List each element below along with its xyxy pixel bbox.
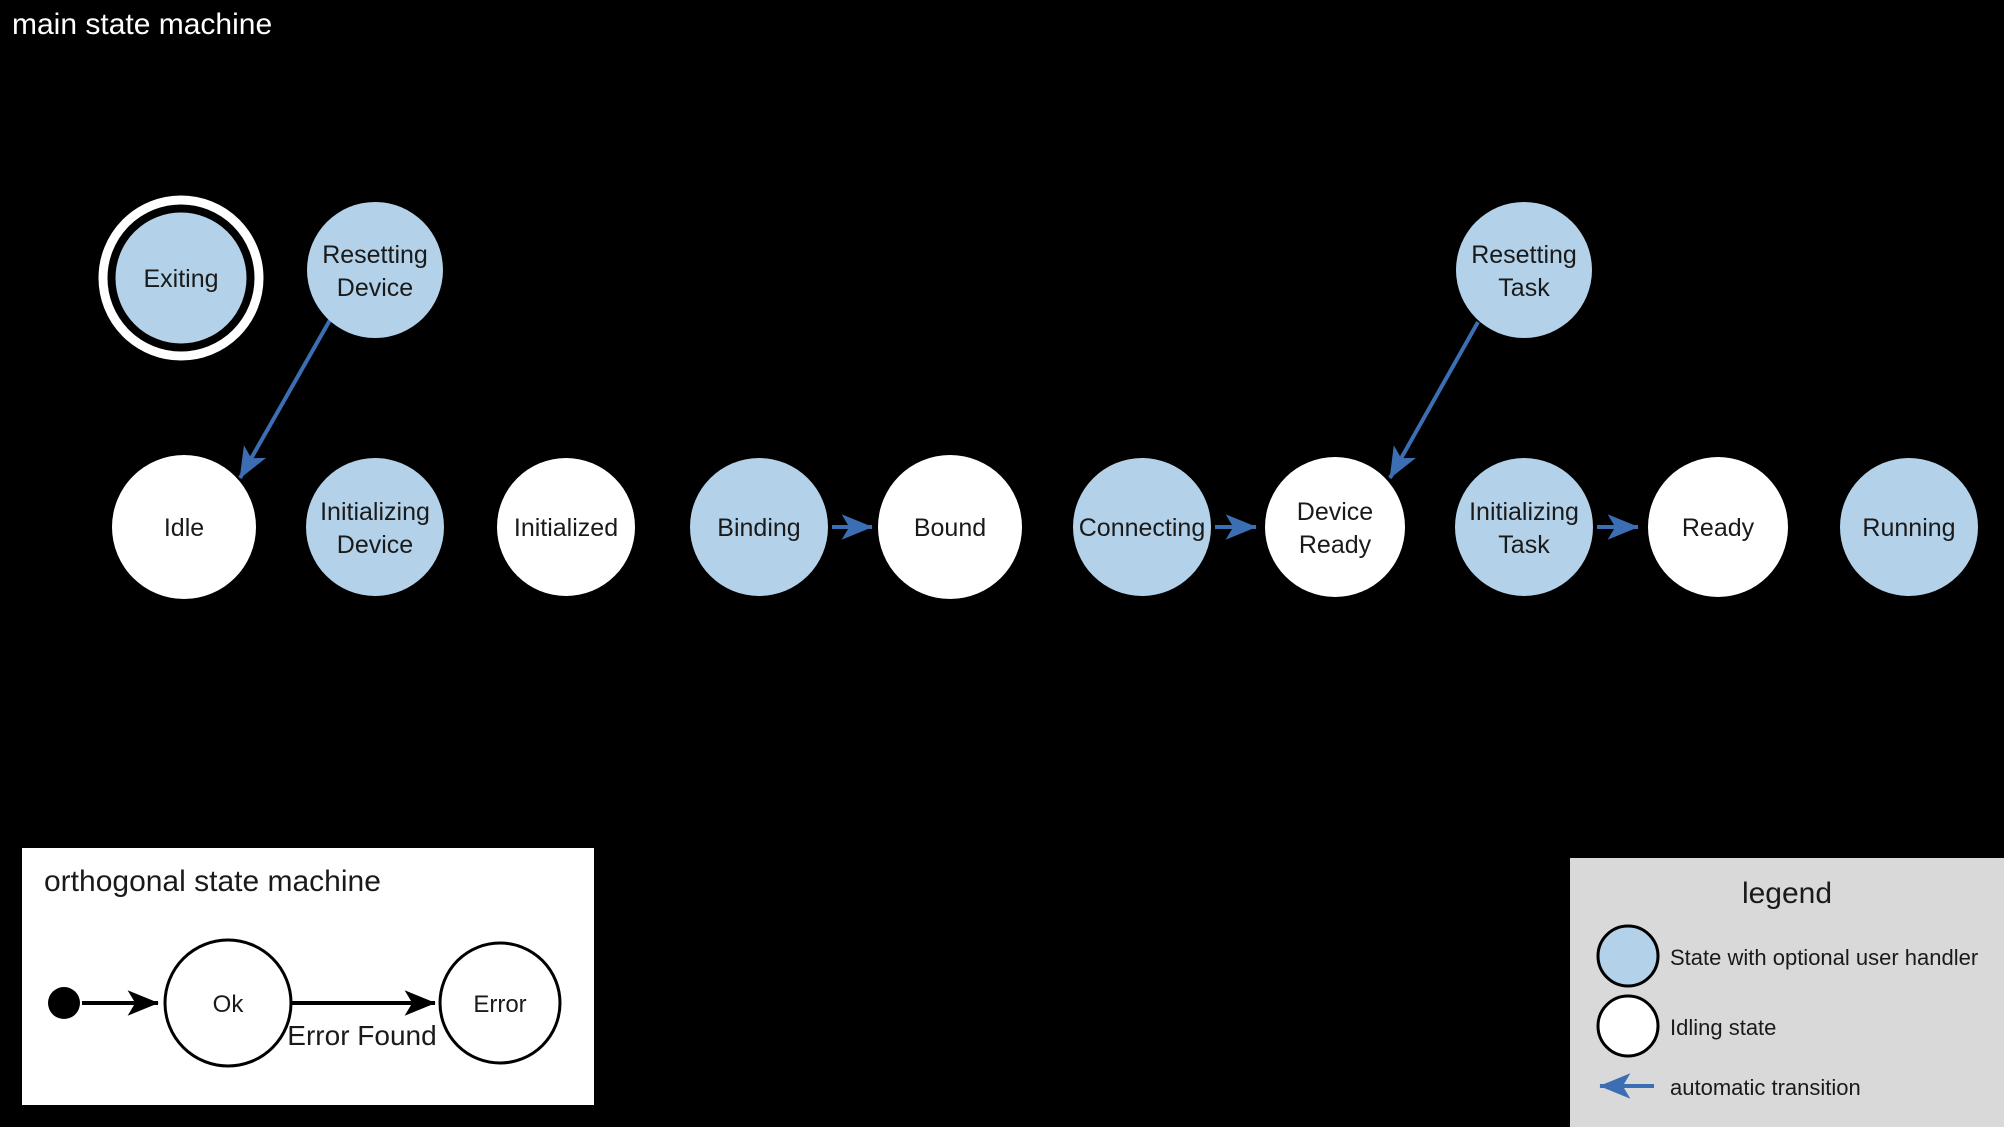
ortho-state-node-ok[interactable]: Ok — [163, 938, 293, 1068]
state-circle — [112, 209, 250, 347]
state-node-exiting[interactable]: Exiting — [98, 195, 264, 361]
initial-state-icon[interactable] — [48, 987, 80, 1019]
state-node-binding[interactable]: Binding — [690, 458, 828, 596]
state-node-initialized[interactable]: Initialized — [497, 458, 635, 596]
state-node-initializing-device[interactable]: Initializing Device — [306, 458, 444, 596]
legend-item-handler-state: State with optional user handler — [1596, 924, 1978, 988]
handler-state-swatch-icon — [1596, 924, 1660, 988]
legend-item-auto-transition: automatic transition — [1599, 1073, 1861, 1100]
state-label: Binding — [717, 514, 800, 542]
state-label-line1: Resetting — [322, 241, 428, 269]
state-circle — [497, 458, 635, 596]
legend-panel: legend State with optional user handler … — [1570, 858, 2004, 1127]
state-label-line1: Resetting — [1471, 241, 1577, 269]
panel-title: orthogonal state machine — [44, 865, 381, 898]
state-circle — [878, 455, 1022, 599]
state-node-idle[interactable]: Idle — [112, 455, 256, 599]
state-label: Error — [473, 991, 526, 1018]
state-circle — [163, 938, 293, 1068]
state-node-ready[interactable]: Ready — [1648, 457, 1788, 597]
legend-title: legend — [1742, 877, 1832, 910]
state-circle — [306, 458, 444, 596]
state-label: Running — [1862, 514, 1955, 542]
state-circle — [112, 455, 256, 599]
state-circle — [438, 941, 562, 1065]
final-state-outer-ring — [98, 195, 264, 361]
state-node-resetting-task[interactable]: Resetting Task — [1456, 202, 1592, 338]
legend-item-label: Idling state — [1670, 1015, 1776, 1040]
ortho-state-node-error[interactable]: Error — [438, 941, 562, 1065]
state-label-line2: Device — [337, 531, 413, 559]
state-circle — [1265, 457, 1405, 597]
state-node-initializing-task[interactable]: Initializing Task — [1455, 458, 1593, 596]
state-label-line1: Initializing — [320, 498, 430, 526]
idling-state-swatch-icon — [1596, 994, 1660, 1058]
state-node-bound[interactable]: Bound — [878, 455, 1022, 599]
legend-item-label: State with optional user handler — [1670, 945, 1978, 970]
state-node-device-ready[interactable]: Device Ready — [1265, 457, 1405, 597]
state-label: Initialized — [514, 514, 618, 542]
state-node-connecting[interactable]: Connecting — [1073, 458, 1211, 596]
edge-resetting-device-to-idle — [238, 319, 332, 479]
state-label: Idle — [164, 514, 204, 542]
edge-label-error-found: Error Found — [287, 1020, 436, 1051]
legend-background — [1570, 858, 2004, 1127]
edge-resetting-task-to-device-ready — [1388, 321, 1480, 479]
state-label-line1: Device — [1297, 498, 1373, 526]
state-circle — [1455, 458, 1593, 596]
state-label: Exiting — [143, 265, 218, 293]
state-circle — [1456, 202, 1592, 338]
state-label: Bound — [914, 514, 986, 542]
state-circle — [1840, 458, 1978, 596]
state-label: Ok — [213, 991, 245, 1018]
state-node-resetting-device[interactable]: Resetting Device — [307, 202, 443, 338]
state-circle — [307, 202, 443, 338]
state-label: Connecting — [1079, 514, 1205, 542]
state-circle — [1073, 458, 1211, 596]
legend-item-label: automatic transition — [1670, 1075, 1861, 1100]
state-label-line1: Initializing — [1469, 498, 1579, 526]
state-node-running[interactable]: Running — [1840, 458, 1978, 596]
main-edges — [238, 319, 1639, 540]
state-circle — [690, 458, 828, 596]
state-label: Ready — [1682, 514, 1755, 542]
legend-item-idling-state: Idling state — [1596, 994, 1776, 1058]
orthogonal-state-machine-panel: orthogonal state machine Ok Error Found … — [22, 848, 594, 1105]
state-label-line2: Device — [337, 274, 413, 302]
state-label-line2: Ready — [1299, 531, 1372, 559]
state-label-line2: Task — [1498, 531, 1550, 559]
state-circle — [1648, 457, 1788, 597]
page-title: main state machine — [12, 8, 272, 41]
state-label-line2: Task — [1498, 274, 1550, 302]
